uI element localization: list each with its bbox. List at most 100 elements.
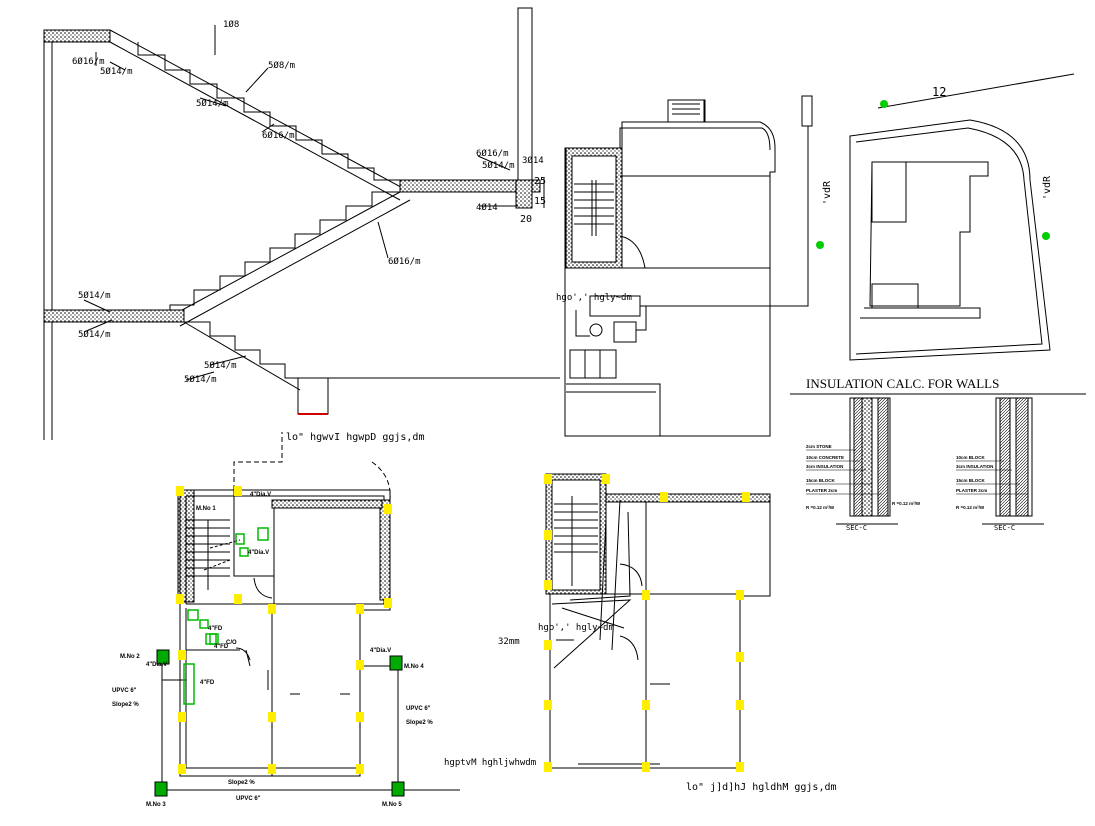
site-tank-label: hgo',' hgly~dm <box>556 293 632 303</box>
location-green-marker <box>880 100 888 108</box>
site-plan <box>564 95 813 437</box>
ground-ticks <box>267 670 350 695</box>
insulation-calc: INSULATION CALC. FOR WALLS 2cm STONE 10c… <box>790 376 1086 532</box>
left-layer: 15cm BLOCK <box>806 478 836 483</box>
slope-bottom: Slope2 % <box>228 780 255 786</box>
location-room <box>871 283 919 309</box>
manhole-label: M.No 2 <box>120 654 140 660</box>
stair-labels: 1Ø8 6Ø16/m 5Ø14/m 5Ø8/m 5Ø14/m 6Ø16/m 6Ø… <box>72 19 546 385</box>
manhole-label: M.No 3 <box>146 802 166 808</box>
site-plan-text: hgo',' hgly~dm 'vdR <box>556 180 833 303</box>
site-equipment <box>613 321 637 343</box>
stair-label: 6Ø16/m <box>476 148 509 159</box>
site-pump <box>589 323 603 337</box>
first-plan <box>545 473 771 769</box>
stair-label: 6Ø16/m <box>72 56 105 67</box>
stair-label: 6Ø16/m <box>388 256 421 267</box>
manhole-label: M.No 1 <box>196 506 216 512</box>
site-meter <box>801 95 813 127</box>
site-green-marker <box>816 241 824 249</box>
location-green-marker-2 <box>1042 232 1050 240</box>
fixture-note: 4"FD <box>208 626 223 632</box>
middle-landing-slab <box>399 179 541 193</box>
stair-section <box>43 7 560 440</box>
bottom-flight-steps <box>184 321 300 379</box>
dimension-20: 20 <box>520 214 532 225</box>
dimension-15: 15 <box>534 196 546 207</box>
ground-plan-title: lo" hgwvI hgwpD ggjs,dm <box>286 432 424 443</box>
site-stair-core-inner <box>571 155 617 263</box>
ground-diagonals <box>203 539 241 571</box>
stair-label: 5Ø14/m <box>78 329 111 340</box>
right-wall-section <box>995 397 1033 517</box>
fixture-note: C/O <box>226 640 237 646</box>
lower-flight-bottom <box>179 199 411 327</box>
ground-yellow-columns <box>176 486 392 774</box>
ground-outline-inner <box>185 495 385 604</box>
stair-label: 5Ø14/m <box>184 374 217 385</box>
site-rooms <box>566 267 770 436</box>
ground-outline <box>179 489 391 777</box>
right-layer: PLASTER 2cm <box>956 488 987 493</box>
first-stair-treads <box>554 496 598 586</box>
stair-label: 5Ø14/m <box>78 290 111 301</box>
left-layer: 10cm CONCRETE <box>806 455 844 460</box>
layer-leaders <box>806 449 1028 495</box>
ground-right-wall <box>379 499 391 601</box>
left-r-value: R =0.12 m²/W <box>806 505 835 510</box>
drainage-lines <box>160 660 460 791</box>
first-pipe-label: 32mm <box>498 637 520 647</box>
right-sec-label: SEC-C <box>994 524 1015 532</box>
first-pipes <box>551 499 632 669</box>
fixture-note: 4"Dia.V <box>248 550 269 556</box>
left-layer: 2cm STONE <box>806 444 832 449</box>
site-pipes <box>575 126 809 337</box>
stair-label: 5Ø14/m <box>100 66 133 77</box>
pipe-caption: hgptvM hghljwhwdm <box>444 758 536 768</box>
site-cabinet-dividers <box>584 350 601 378</box>
location-dim-line <box>877 73 1075 109</box>
right-r-value: R =0.12 m²/W <box>956 505 985 510</box>
upvc-bottom: UPVC 6" <box>236 796 261 802</box>
ground-stair-treads <box>186 519 230 590</box>
stair-label: 5Ø14/m <box>196 98 229 109</box>
slope-left: Slope2 % <box>112 702 139 708</box>
lower-landing-slab <box>43 309 185 323</box>
first-top-wall <box>605 493 771 503</box>
location-dim-12: 12 <box>932 85 946 99</box>
lower-flight-soffit <box>159 191 401 323</box>
right-layer: 15cm BLOCK <box>956 478 986 483</box>
left-wall-section <box>849 397 891 517</box>
location-plan <box>849 73 1075 361</box>
upper-flight-soffit <box>109 29 411 193</box>
site-walls <box>619 175 770 269</box>
upper-flight-bottom <box>109 41 401 201</box>
insulation-title: INSULATION CALC. FOR WALLS <box>806 376 999 391</box>
first-plan-text: lo" j]d]hJ hgldhM ggjs,dm 32mm hgo',' hg… <box>498 623 837 793</box>
location-boundary <box>849 119 1051 361</box>
stair-label: 5Ø14/m <box>482 160 515 171</box>
fixture-note: 4"Dia.V <box>146 662 167 668</box>
site-vdr-label: 'vdR <box>822 180 833 205</box>
first-plan-title: lo" j]d]hJ hgldhM ggjs,dm <box>686 782 837 793</box>
stair-label: 5Ø14/m <box>204 360 237 371</box>
first-pipe-note: hgo',' hgly~dm <box>538 623 614 633</box>
stair-label: 1Ø8 <box>223 19 239 30</box>
site-plan-inner <box>570 127 771 153</box>
site-cabinet <box>569 349 617 379</box>
upvc-left: UPVC 6" <box>112 688 137 694</box>
left-r-value-2: R =0.12 m²/W <box>892 501 921 506</box>
ground-top-wall <box>271 499 383 509</box>
location-extra <box>849 300 981 360</box>
stair-column <box>517 7 533 181</box>
landing-beam <box>515 179 533 209</box>
stair-label: 4Ø14 <box>476 202 498 213</box>
manhole-label: M.No 5 <box>382 802 402 808</box>
location-boundary-inner <box>855 127 1043 355</box>
left-layer: PLASTER 2cm <box>806 488 837 493</box>
fixture-note: 4"FD <box>200 680 215 686</box>
site-stair-lines <box>672 103 700 115</box>
site-stair-top <box>667 99 705 123</box>
dimension-25: 25 <box>534 176 546 187</box>
right-layer: 10cm BLOCK <box>956 455 986 460</box>
